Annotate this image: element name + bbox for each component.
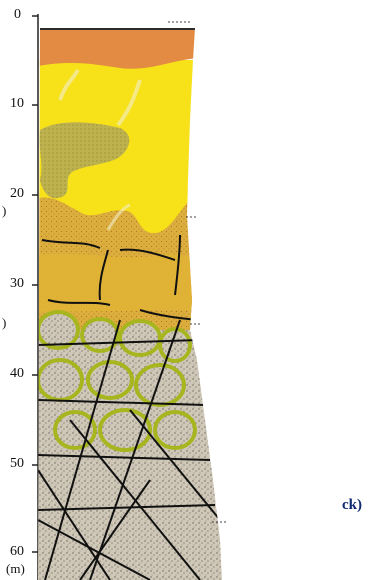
depth-tick-10: 10 [10,97,24,111]
side-label: ck) [342,497,362,514]
depth-ticks [32,16,38,552]
edge-mark-1: ) [2,204,6,217]
edge-mark-2: ) [2,316,6,329]
depth-tick-0: 0 [14,8,21,22]
depth-unit-label: (m) [6,562,25,575]
depth-tick-60: 60 [10,545,24,559]
topsoil-layer [40,18,195,30]
depth-tick-20: 20 [10,187,24,201]
profile-layers [38,18,238,580]
depth-tick-40: 40 [10,367,24,381]
depth-tick-30: 30 [10,277,24,291]
depth-tick-50: 50 [10,457,24,471]
